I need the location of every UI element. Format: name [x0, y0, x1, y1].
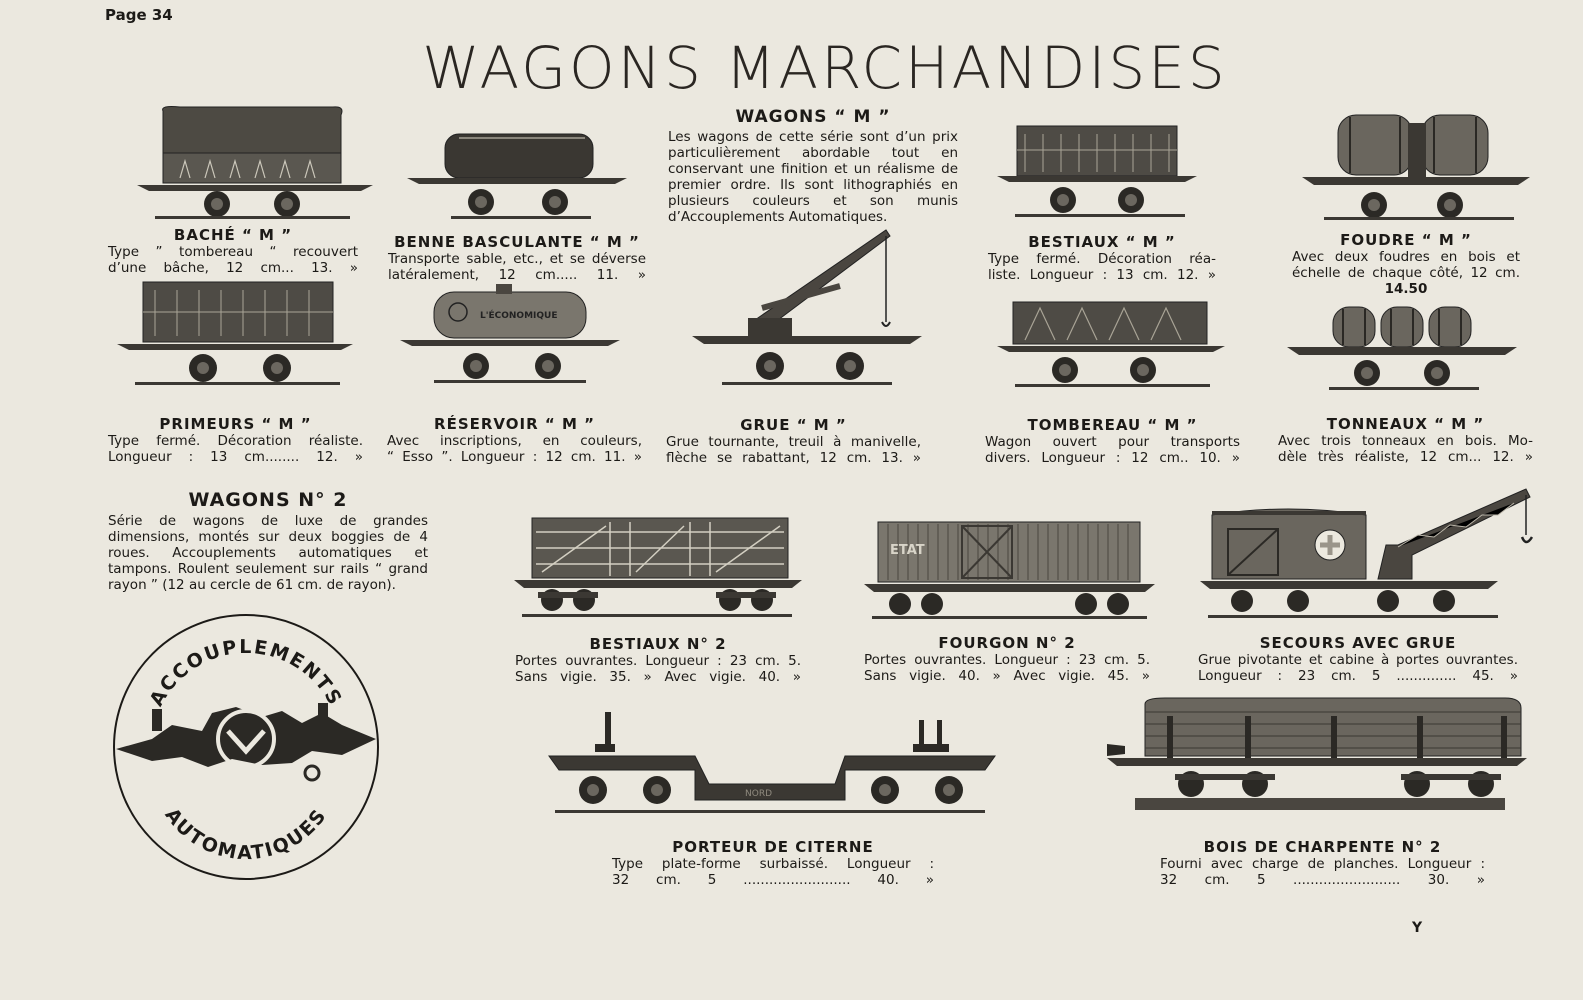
wagon-tonneaux-image	[1285, 303, 1520, 393]
product-desc-line: liste. Longueur : 13 cm. 12. »	[988, 267, 1216, 283]
emblem-top-text: ACCOUPLEMENTS	[146, 636, 345, 710]
page-number: Page 34	[105, 6, 173, 24]
product-title: PRIMEURS “ M ”	[159, 415, 312, 433]
product-reservoir: RÉSERVOIR “ M ” Avec inscriptions, en co…	[387, 415, 642, 465]
product-desc-line: d’une bâche, 12 cm... 13. »	[108, 260, 358, 276]
product-tonneaux: TONNEAUX “ M ” Avec trois tonneaux en bo…	[1278, 415, 1533, 465]
product-desc-line: dèle très réaliste, 12 cm... 12. »	[1278, 449, 1533, 465]
wagons-m-section: WAGONS “ M ” Les wagons de cette série s…	[668, 108, 958, 225]
product-desc-line: Avec inscriptions, en couleurs,	[387, 433, 642, 449]
etat-label: ETAT	[890, 543, 925, 558]
accouplements-emblem: ACCOUPLEMENTS AUTOMATIQUES	[112, 613, 380, 881]
product-desc-line: flèche se rabattant, 12 cm. 13. »	[666, 450, 921, 466]
product-title: TOMBEREAU “ M ”	[1027, 416, 1198, 434]
product-desc-line: Type ” tombereau “ recouvert	[108, 244, 358, 260]
product-title: BOIS DE CHARPENTE N° 2	[1203, 838, 1442, 856]
product-desc-line: Grue tournante, treuil à manivelle,	[666, 434, 921, 450]
product-title: RÉSERVOIR “ M ”	[434, 415, 595, 433]
wagon-bestiaux-m-image	[995, 124, 1200, 222]
product-benne: BENNE BASCULANTE “ M ” Transporte sable,…	[388, 233, 646, 283]
svg-text:AUTOMATIQUES: AUTOMATIQUES	[161, 804, 332, 864]
wagon-foudre-image	[1300, 113, 1532, 223]
product-bache: BACHÉ “ M ” Type ” tombereau “ recouvert…	[108, 226, 358, 276]
product-title: FOUDRE “ M ”	[1340, 231, 1472, 249]
product-bestiaux-no2: BESTIAUX N° 2 Portes ouvrantes. Longueur…	[515, 635, 801, 685]
product-fourgon: FOURGON N° 2 Portes ouvrantes. Longueur …	[864, 634, 1150, 684]
wagon-secours-image	[1198, 485, 1533, 625]
product-tombereau: TOMBEREAU “ M ” Wagon ouvert pour transp…	[985, 416, 1240, 466]
wagons-no2-intro: Série de wagons de luxe de grandes dimen…	[108, 513, 428, 593]
product-title: FOURGON N° 2	[938, 634, 1076, 652]
product-desc-line: Wagon ouvert pour transports	[985, 434, 1240, 450]
product-title: BESTIAUX “ M ”	[1028, 233, 1176, 251]
product-desc-line: Longueur : 23 cm. 5 .............. 45. »	[1198, 668, 1518, 684]
product-primeurs: PRIMEURS “ M ” Type fermé. Décoration ré…	[108, 415, 363, 465]
product-desc-line: 32 cm. 5 ......................... 40. »	[612, 872, 934, 888]
product-secours: SECOURS AVEC GRUE Grue pivotante et cabi…	[1198, 634, 1518, 684]
printer-mark: Y	[1412, 920, 1423, 936]
product-desc-line: Type fermé. Décoration réa-	[988, 251, 1216, 267]
product-title: GRUE “ M ”	[740, 416, 847, 434]
wagon-fourgon-image: ETAT	[862, 518, 1157, 622]
product-desc-line: Portes ouvrantes. Longueur : 23 cm. 5.	[864, 652, 1150, 668]
wagon-bestiaux-no2-image	[512, 512, 804, 620]
product-bestiaux-m: BESTIAUX “ M ” Type fermé. Décoration ré…	[988, 233, 1216, 283]
product-desc-line: divers. Longueur : 12 cm.. 10. »	[985, 450, 1240, 466]
product-charpente: BOIS DE CHARPENTE N° 2 Fourni avec charg…	[1160, 838, 1485, 888]
product-desc-line: échelle de chaque côté, 12 cm.	[1292, 265, 1520, 281]
svg-text:ACCOUPLEMENTS: ACCOUPLEMENTS	[146, 636, 347, 710]
product-desc-line: Type fermé. Décoration réaliste.	[108, 433, 363, 449]
wagon-benne-image	[405, 128, 630, 226]
wagon-reservoir-image: L'ÉCONOMIQUE	[398, 282, 623, 392]
emblem-bottom-text: AUTOMATIQUES	[161, 804, 330, 864]
product-title: PORTEUR DE CITERNE	[672, 838, 874, 856]
wagon-primeurs-image	[115, 280, 355, 392]
product-desc-line: Portes ouvrantes. Longueur : 23 cm. 5.	[515, 653, 801, 669]
product-desc-line: latéralement, 12 cm..... 11. »	[388, 267, 646, 283]
wagons-no2-heading: WAGONS N° 2	[188, 489, 348, 511]
wagons-no2-section: WAGONS N° 2 Série de wagons de luxe de g…	[108, 489, 428, 594]
wagons-m-intro: Les wagons de cette série sont d’un prix…	[668, 129, 958, 225]
product-title: SECOURS AVEC GRUE	[1259, 634, 1457, 652]
product-desc-line: Avec deux foudres en bois et	[1292, 249, 1520, 265]
product-grue: GRUE “ M ” Grue tournante, treuil à mani…	[666, 416, 921, 466]
product-porteur: PORTEUR DE CITERNE Type plate-forme surb…	[612, 838, 934, 888]
product-desc-line: 32 cm. 5 ......................... 30. »	[1160, 872, 1485, 888]
coupling-icon	[116, 703, 376, 782]
wagon-charpente-image	[1105, 694, 1530, 816]
product-title: BACHÉ “ M ”	[173, 226, 293, 244]
product-desc-line: Longueur : 13 cm........ 12. »	[108, 449, 363, 465]
product-desc-line: Type plate-forme surbaissé. Longueur :	[612, 856, 934, 872]
page-title: WAGONS MARCHANDISES	[422, 34, 1228, 102]
nord-label: NORD	[745, 789, 772, 799]
wagon-porteur-image: NORD	[545, 710, 1000, 820]
product-price: 14.50	[1384, 281, 1428, 297]
tank-label: L'ÉCONOMIQUE	[480, 309, 558, 321]
product-desc-line: Transporte sable, etc., et se déverse	[388, 251, 646, 267]
product-desc-line: “ Esso ”. Longueur : 12 cm. 11. »	[387, 449, 642, 465]
product-desc-line: Grue pivotante et cabine à portes ouvran…	[1198, 652, 1518, 668]
product-foudre: FOUDRE “ M ” Avec deux foudres en bois e…	[1292, 231, 1520, 297]
product-title: TONNEAUX “ M ”	[1326, 415, 1485, 433]
wagons-m-heading: WAGONS “ M ”	[735, 107, 891, 127]
product-desc-line: Avec trois tonneaux en bois. Mo-	[1278, 433, 1533, 449]
product-desc-line: Sans vigie. 35. » Avec vigie. 40. »	[515, 669, 801, 685]
product-desc-line: Sans vigie. 40. » Avec vigie. 45. »	[864, 668, 1150, 684]
wagon-bache-image	[135, 103, 375, 225]
product-title: BENNE BASCULANTE “ M ”	[394, 233, 640, 251]
product-title: BESTIAUX N° 2	[589, 635, 727, 653]
product-desc-line: Fourni avec charge de planches. Longueur…	[1160, 856, 1485, 872]
wagon-tombereau-image	[995, 300, 1227, 392]
wagon-grue-image	[690, 226, 925, 394]
